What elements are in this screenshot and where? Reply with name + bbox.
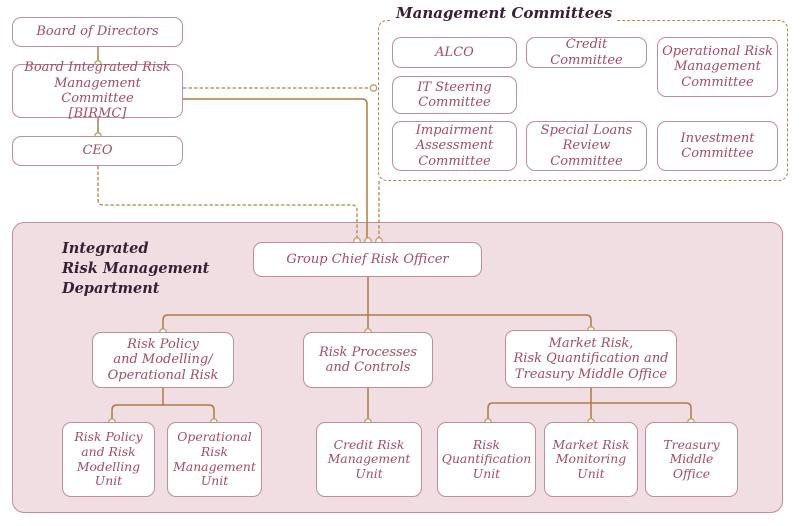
node-board-of-directors: Board of Directors: [12, 17, 183, 47]
line-birmc-to-gcro: [183, 98, 368, 239]
node-operational-risk-management-committee: Operational Risk Management Committee: [657, 37, 778, 97]
node-alco: ALCO: [392, 37, 517, 68]
node-market-risk-quantification-tmo: Market Risk, Risk Quantification and Tre…: [505, 330, 677, 388]
node-group-chief-risk-officer: Group Chief Risk Officer: [253, 242, 482, 277]
management-committees-title: Management Committees: [391, 4, 618, 22]
node-credit-risk-management-unit: Credit Risk Management Unit: [316, 422, 422, 497]
node-risk-quantification-unit: Risk Quantification Unit: [437, 422, 536, 497]
node-credit-committee: Credit Committee: [526, 37, 647, 68]
node-birmc: Board Integrated Risk Management Committ…: [12, 60, 183, 121]
node-investment-committee: Investment Committee: [657, 121, 778, 171]
node-treasury-middle-office: Treasury Middle Office: [645, 422, 738, 497]
node-risk-policy-risk-modelling-unit: Risk Policy and Risk Modelling Unit: [62, 422, 155, 497]
node-ceo: CEO: [12, 136, 183, 166]
node-risk-policy-modelling-operational-risk: Risk Policy and Modelling/ Operational R…: [92, 332, 234, 388]
joint: [369, 84, 378, 92]
node-special-loans-review-committee: Special Loans Review Committee: [526, 121, 647, 171]
node-market-risk-monitoring-unit: Market Risk Monitoring Unit: [544, 422, 638, 497]
department-title: Integrated Risk Management Department: [62, 240, 210, 297]
node-it-steering-committee: IT Steering Committee: [392, 76, 517, 114]
node-impairment-assessment-committee: Impairment Assessment Committee: [392, 121, 517, 171]
node-operational-risk-management-unit: Operational Risk Management Unit: [167, 422, 262, 497]
node-risk-processes-and-controls: Risk Processes and Controls: [303, 332, 433, 388]
